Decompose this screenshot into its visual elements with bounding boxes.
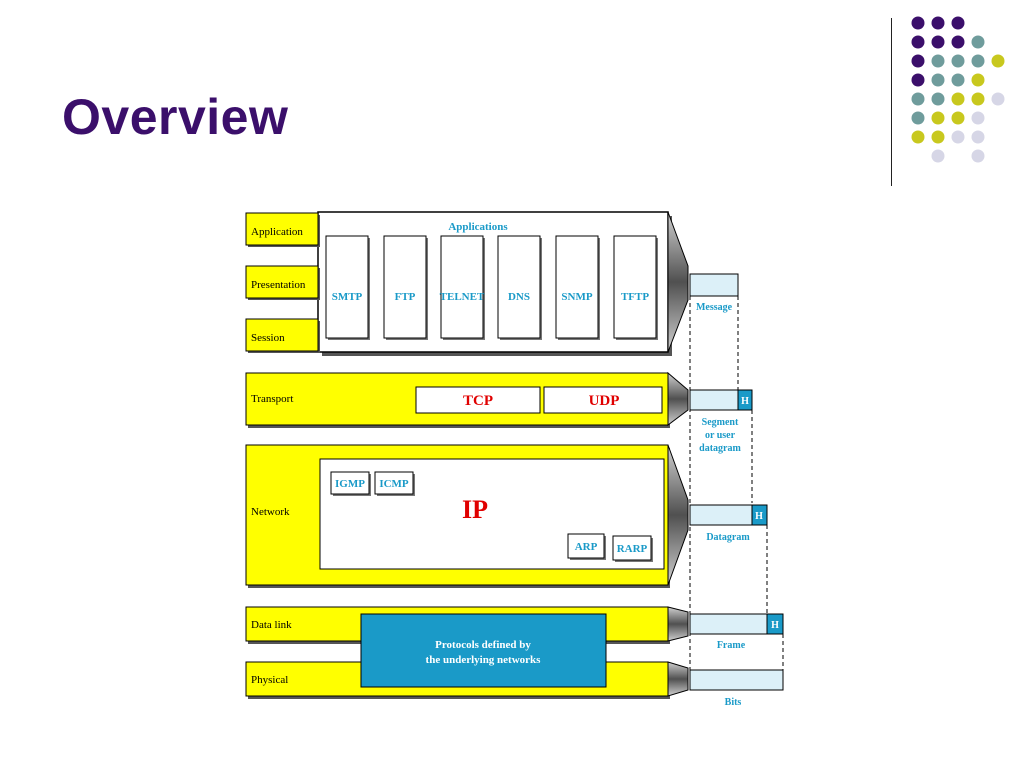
decorative-dot xyxy=(991,54,1005,68)
bits-label: Bits xyxy=(725,697,742,708)
layer-application-label: Application xyxy=(251,226,303,238)
datagram-header-label: H xyxy=(755,511,763,522)
decorative-dot xyxy=(911,35,925,49)
app-protocol-box xyxy=(325,235,369,339)
rarp-box xyxy=(612,535,652,561)
layer-physical-label: Physical xyxy=(251,674,288,686)
datagram-unit-box xyxy=(689,504,753,526)
segment-unit-box xyxy=(689,389,739,411)
decorative-dot xyxy=(951,111,965,125)
decorative-dot xyxy=(971,35,985,49)
datagram-header-box xyxy=(751,504,768,526)
decorative-dot xyxy=(931,111,945,125)
bits-funnel xyxy=(667,661,689,697)
decorative-dot xyxy=(931,73,945,87)
bits-unit-box xyxy=(689,669,784,691)
decorative-dot xyxy=(931,54,945,68)
decorative-dot xyxy=(911,73,925,87)
decorative-dot xyxy=(931,16,945,30)
arp-label: ARP xyxy=(575,541,598,553)
app-protocol-box xyxy=(383,235,427,339)
app-protocol-label: SNMP xyxy=(561,291,592,303)
udp-box xyxy=(543,386,663,414)
application-protocol-boxes: SMTP FTP TELNET DNS SNMP TFTP xyxy=(325,235,658,340)
frame-header-box xyxy=(766,613,784,635)
app-protocol-box xyxy=(613,235,657,339)
title-divider-line xyxy=(891,18,892,186)
decorative-dot xyxy=(931,130,945,144)
decorative-dot xyxy=(971,73,985,87)
decorative-dot xyxy=(911,130,925,144)
decorative-dot xyxy=(971,111,985,125)
message-label: Message xyxy=(696,302,733,313)
layer-presentation-label: Presentation xyxy=(251,279,306,291)
underlying-networks-line2: the underlying networks xyxy=(426,654,542,666)
decorative-dot xyxy=(971,149,985,163)
icmp-box xyxy=(374,471,414,495)
page-title: Overview xyxy=(62,89,289,145)
frame-unit-box xyxy=(689,613,768,635)
igmp-box xyxy=(330,471,370,495)
decorative-dot xyxy=(951,73,965,87)
tcp-label: TCP xyxy=(463,393,493,409)
decorative-dot xyxy=(931,149,945,163)
decorative-dot xyxy=(951,130,965,144)
app-protocol-label: TFTP xyxy=(621,291,649,303)
encapsulation-guide-lines xyxy=(689,296,784,690)
udp-label: UDP xyxy=(589,393,620,409)
frame-header-label: H xyxy=(771,620,779,631)
decorative-dot xyxy=(951,92,965,106)
layer-network-label: Network xyxy=(251,506,290,518)
segment-label-line1: Segment xyxy=(702,417,739,428)
decorative-dot xyxy=(991,92,1005,106)
segment-header-label: H xyxy=(741,396,749,407)
message-unit-box xyxy=(689,273,739,297)
segment-funnel xyxy=(667,371,689,426)
decorative-dot-grid xyxy=(911,16,1005,163)
decorative-dot xyxy=(931,92,945,106)
layer-session-label: Session xyxy=(251,332,285,344)
underlying-networks-line1: Protocols defined by xyxy=(435,639,531,651)
app-protocol-label: FTP xyxy=(395,291,416,303)
segment-header-box xyxy=(737,389,753,411)
decorative-dot xyxy=(951,35,965,49)
app-protocol-box xyxy=(440,235,484,339)
app-protocol-box xyxy=(497,235,541,339)
app-protocol-label: TELNET xyxy=(440,291,485,303)
decorative-dot xyxy=(911,54,925,68)
app-protocol-label: DNS xyxy=(508,291,530,303)
decorative-dot xyxy=(911,92,925,106)
layer-data-link-label: Data link xyxy=(251,619,292,631)
ip-region xyxy=(319,458,665,570)
decorative-dot xyxy=(971,130,985,144)
app-protocol-label: SMTP xyxy=(332,291,363,303)
frame-label: Frame xyxy=(717,640,746,651)
app-protocol-box xyxy=(555,235,599,339)
underlying-networks-box xyxy=(360,613,607,688)
decorative-dot xyxy=(931,35,945,49)
rarp-label: RARP xyxy=(617,543,648,555)
icmp-label: ICMP xyxy=(379,478,409,490)
tcp-box xyxy=(415,386,541,414)
decorative-dot xyxy=(951,16,965,30)
frame-funnel xyxy=(667,606,689,642)
message-funnel xyxy=(667,211,689,353)
arp-box xyxy=(567,533,605,559)
datagram-funnel xyxy=(667,444,689,586)
decorative-dot xyxy=(911,111,925,125)
decorative-dot xyxy=(971,92,985,106)
layer-transport-label: Transport xyxy=(251,393,293,405)
decorative-dot xyxy=(971,54,985,68)
decorative-dot xyxy=(911,16,925,30)
applications-header: Applications xyxy=(448,221,508,233)
decorative-dot xyxy=(951,54,965,68)
igmp-label: IGMP xyxy=(335,478,365,490)
ip-label: IP xyxy=(462,495,488,524)
datagram-label: Datagram xyxy=(706,532,750,543)
segment-label-line3: datagram xyxy=(699,443,741,454)
segment-label-line2: or user xyxy=(705,430,736,441)
